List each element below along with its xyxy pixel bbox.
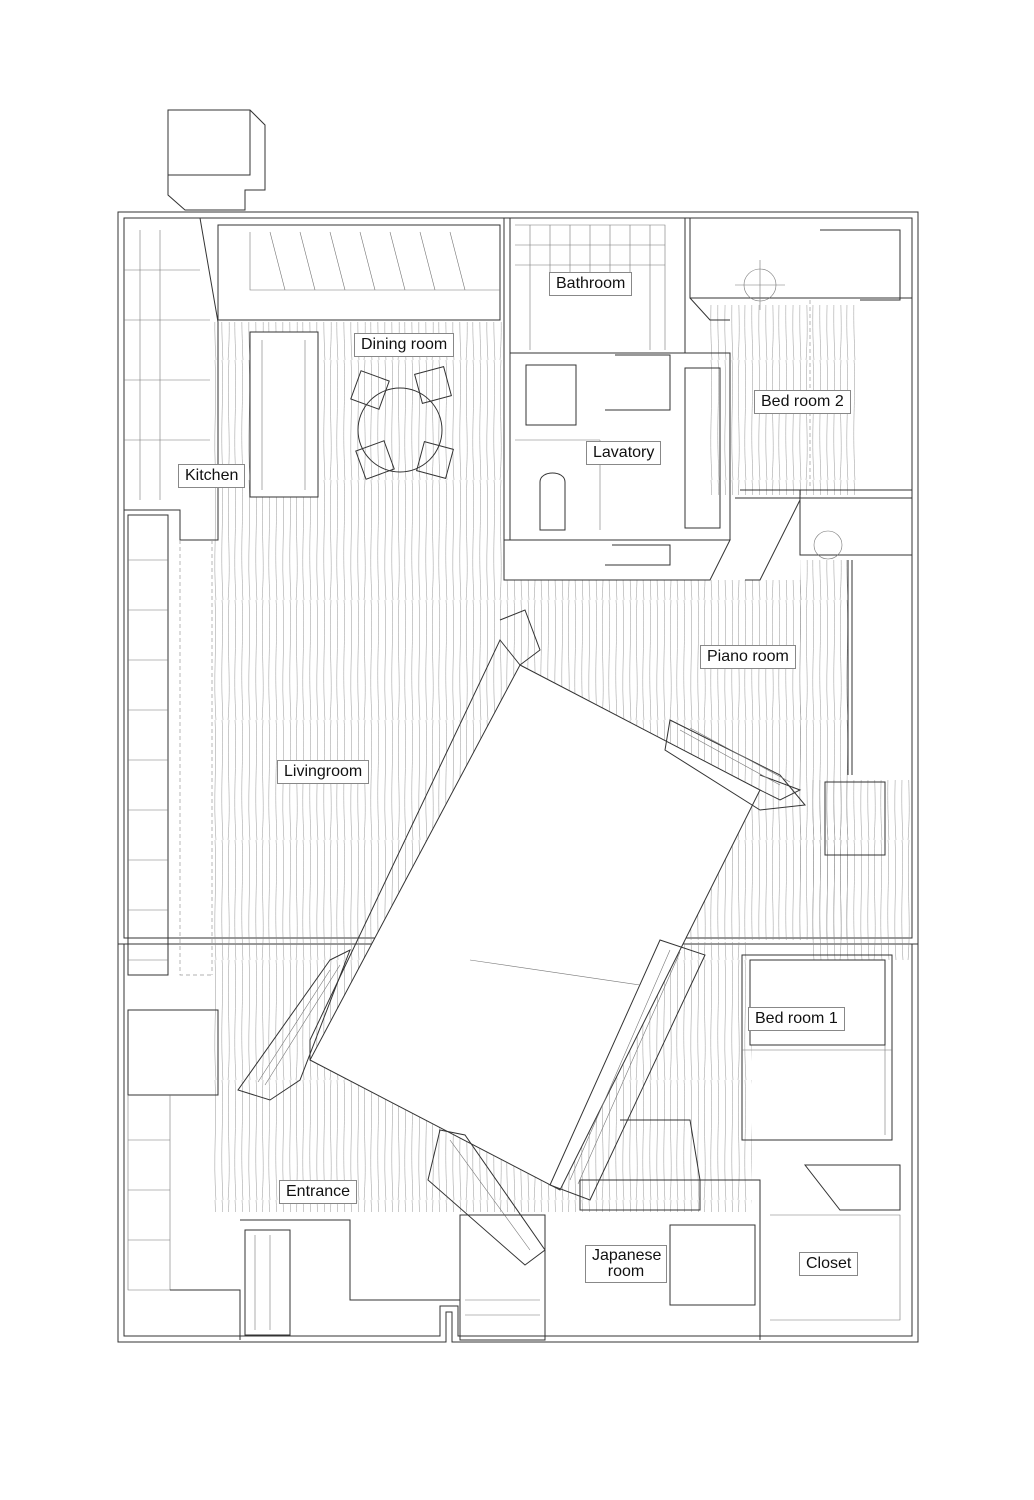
label-livingroom: Livingroom [277, 760, 370, 784]
label-bed-room-2: Bed room 2 [754, 390, 851, 414]
label-kitchen: Kitchen [178, 464, 246, 488]
partitions [211, 218, 912, 975]
piano-room-wall-element [824, 560, 886, 856]
label-closet: Closet [799, 1252, 859, 1276]
grand-piano [237, 609, 806, 1266]
label-japanese-room: Japanese room [585, 1245, 667, 1283]
label-entrance: Entrance [279, 1180, 358, 1204]
japanese-room-closet [579, 1119, 901, 1340]
label-dining-room: Dining room [354, 333, 455, 357]
label-piano-room: Piano room [700, 645, 796, 669]
kitchen-counters [124, 217, 501, 541]
bed-room-1-furniture [741, 954, 893, 1141]
label-bed-room-1: Bed room 1 [748, 1007, 845, 1031]
entrance-area [170, 1214, 546, 1341]
lavatory-block [503, 352, 731, 581]
chimney [167, 109, 266, 211]
bed-room-2-furniture [689, 217, 913, 581]
living-bookshelf [127, 514, 219, 1291]
label-bathroom: Bathroom [549, 272, 633, 296]
label-lavatory: Lavatory [586, 441, 662, 465]
dining-table [350, 366, 454, 480]
